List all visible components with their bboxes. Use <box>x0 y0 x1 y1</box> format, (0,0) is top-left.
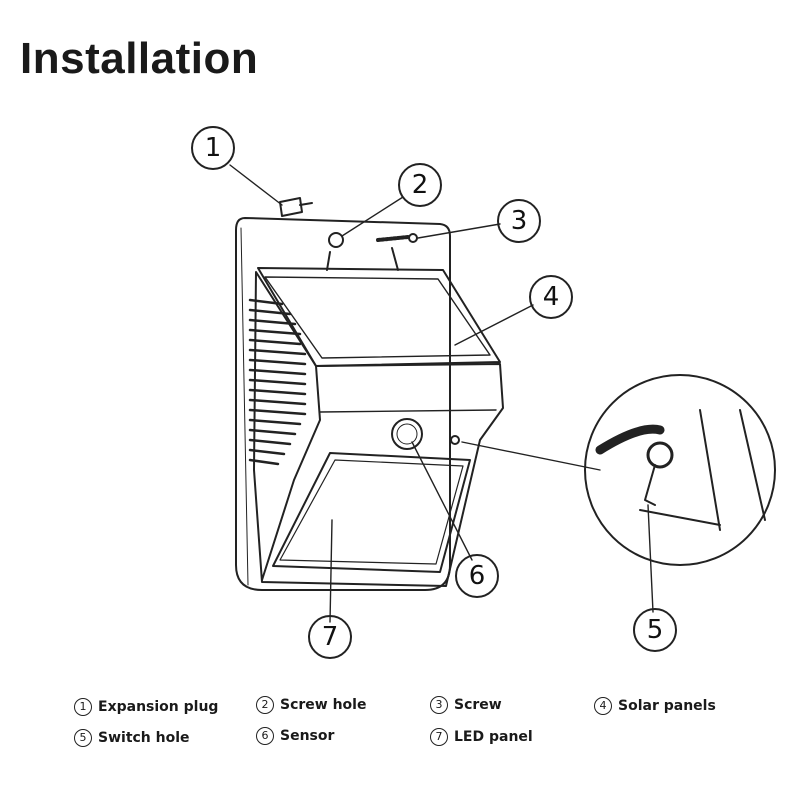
legend-label: LED panel <box>454 729 533 745</box>
side-vents <box>248 298 307 466</box>
legend-item-screw: 3 Screw <box>430 696 502 714</box>
mounting-plate <box>235 217 451 591</box>
legend-label: Expansion plug <box>98 699 219 715</box>
legend-item-expansion-plug: 1 Expansion plug <box>74 698 218 716</box>
legend-number: 6 <box>256 727 274 745</box>
legend-item-solar-panels: 4 Solar panels <box>594 697 716 715</box>
magnified-view <box>584 374 776 566</box>
screw-hole <box>328 232 344 248</box>
legend-label: Sensor <box>280 728 335 744</box>
callout-4: 4 <box>543 282 560 312</box>
legend-number: 1 <box>74 698 92 716</box>
callout-2: 2 <box>412 170 429 200</box>
callout-3: 3 <box>511 206 528 236</box>
legend-number: 3 <box>430 696 448 714</box>
callout-1: 1 <box>205 133 222 163</box>
legend-label: Screw <box>454 697 502 713</box>
expansion-plug <box>279 197 303 217</box>
legend-number: 7 <box>430 728 448 746</box>
callout-7: 7 <box>322 622 339 652</box>
legend-label: Screw hole <box>280 697 367 713</box>
legend-item-switch-hole: 5 Switch hole <box>74 729 190 747</box>
legend-item-screw-hole: 2 Screw hole <box>256 696 366 714</box>
legend-item-led-panel: 7 LED panel <box>430 728 533 746</box>
switch-hole <box>450 435 460 445</box>
legend-item-sensor: 6 Sensor <box>256 727 334 745</box>
callout-5: 5 <box>647 615 664 645</box>
sensor <box>391 418 423 450</box>
legend-number: 5 <box>74 729 92 747</box>
legend-number: 4 <box>594 697 612 715</box>
callout-6: 6 <box>469 561 486 591</box>
legend-number: 2 <box>256 696 274 714</box>
led-panel <box>272 452 471 573</box>
device-body <box>253 271 504 587</box>
legend-label: Solar panels <box>618 698 716 714</box>
screw <box>376 235 410 242</box>
legend: 1 Expansion plug 2 Screw hole 3 Screw 4 … <box>0 690 800 760</box>
page-title: Installation <box>20 34 259 83</box>
legend-label: Switch hole <box>98 730 190 746</box>
